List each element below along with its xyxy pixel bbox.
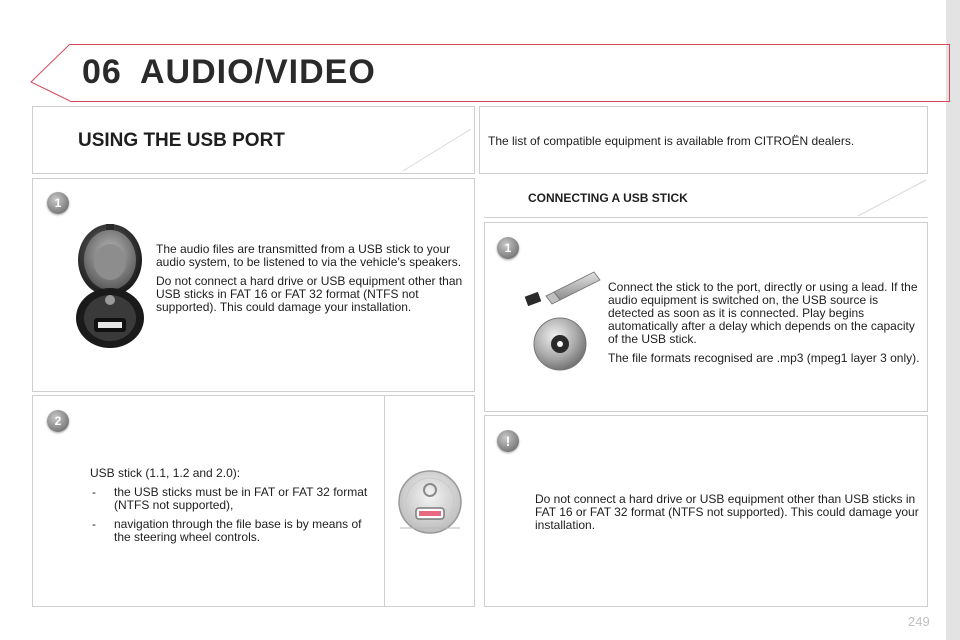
usb-stick-intro: USB stick (1.1, 1.2 and 2.0): bbox=[90, 466, 241, 480]
warning-badge-icon: ! bbox=[497, 430, 519, 452]
subsection-diagonal bbox=[857, 179, 927, 217]
usb-description-paragraph-1: The audio files are transmitted from a U… bbox=[156, 242, 462, 269]
header-corner-decoration bbox=[30, 44, 71, 102]
connect-usb-text: Connect the stick to the port, directly … bbox=[608, 281, 920, 371]
list-item: navigation through the file base is by m… bbox=[90, 518, 370, 544]
usb-description-paragraph-2: Do not connect a hard drive or USB equip… bbox=[156, 274, 463, 314]
step-badge-connect: 1 bbox=[497, 237, 519, 259]
usb-stick-bullets: the USB sticks must be in FAT or FAT 32 … bbox=[90, 486, 370, 544]
section-title: USING THE USB PORT bbox=[78, 130, 285, 151]
usb-stick-text: USB stick (1.1, 1.2 and 2.0): the USB st… bbox=[90, 467, 370, 550]
page-number: 249 bbox=[908, 614, 930, 629]
compatibility-note: The list of compatible equipment is avai… bbox=[488, 134, 855, 148]
section-title-box bbox=[32, 106, 475, 174]
panel-divider bbox=[384, 396, 385, 606]
step-badge-2: 2 bbox=[47, 410, 69, 432]
list-item: the USB sticks must be in FAT or FAT 32 … bbox=[90, 486, 370, 512]
usb-stick-icon bbox=[524, 271, 601, 307]
chapter-number: 06 bbox=[82, 53, 122, 91]
usb-port-icon bbox=[76, 224, 144, 348]
step-badge-1: 1 bbox=[47, 192, 69, 214]
warning-panel bbox=[484, 415, 928, 607]
page-edge-strip bbox=[946, 0, 960, 640]
chapter-title: AUDIO/VIDEO bbox=[140, 53, 376, 91]
header-frame bbox=[70, 44, 950, 102]
usb-description-text: The audio files are transmitted from a U… bbox=[156, 243, 466, 320]
cd-disc-icon bbox=[533, 317, 587, 371]
connect-usb-paragraph-1: Connect the stick to the port, directly … bbox=[608, 280, 918, 346]
title-box-diagonal bbox=[402, 128, 472, 172]
subsection-title-box bbox=[484, 178, 928, 218]
usb-socket-icon bbox=[398, 470, 462, 534]
compatibility-note-box bbox=[479, 106, 928, 174]
connect-usb-paragraph-2: The file formats recognised are .mp3 (mp… bbox=[608, 351, 920, 365]
warning-text: Do not connect a hard drive or USB equip… bbox=[535, 492, 919, 532]
subsection-title: CONNECTING A USB STICK bbox=[528, 191, 688, 205]
connect-usb-panel bbox=[484, 222, 928, 412]
